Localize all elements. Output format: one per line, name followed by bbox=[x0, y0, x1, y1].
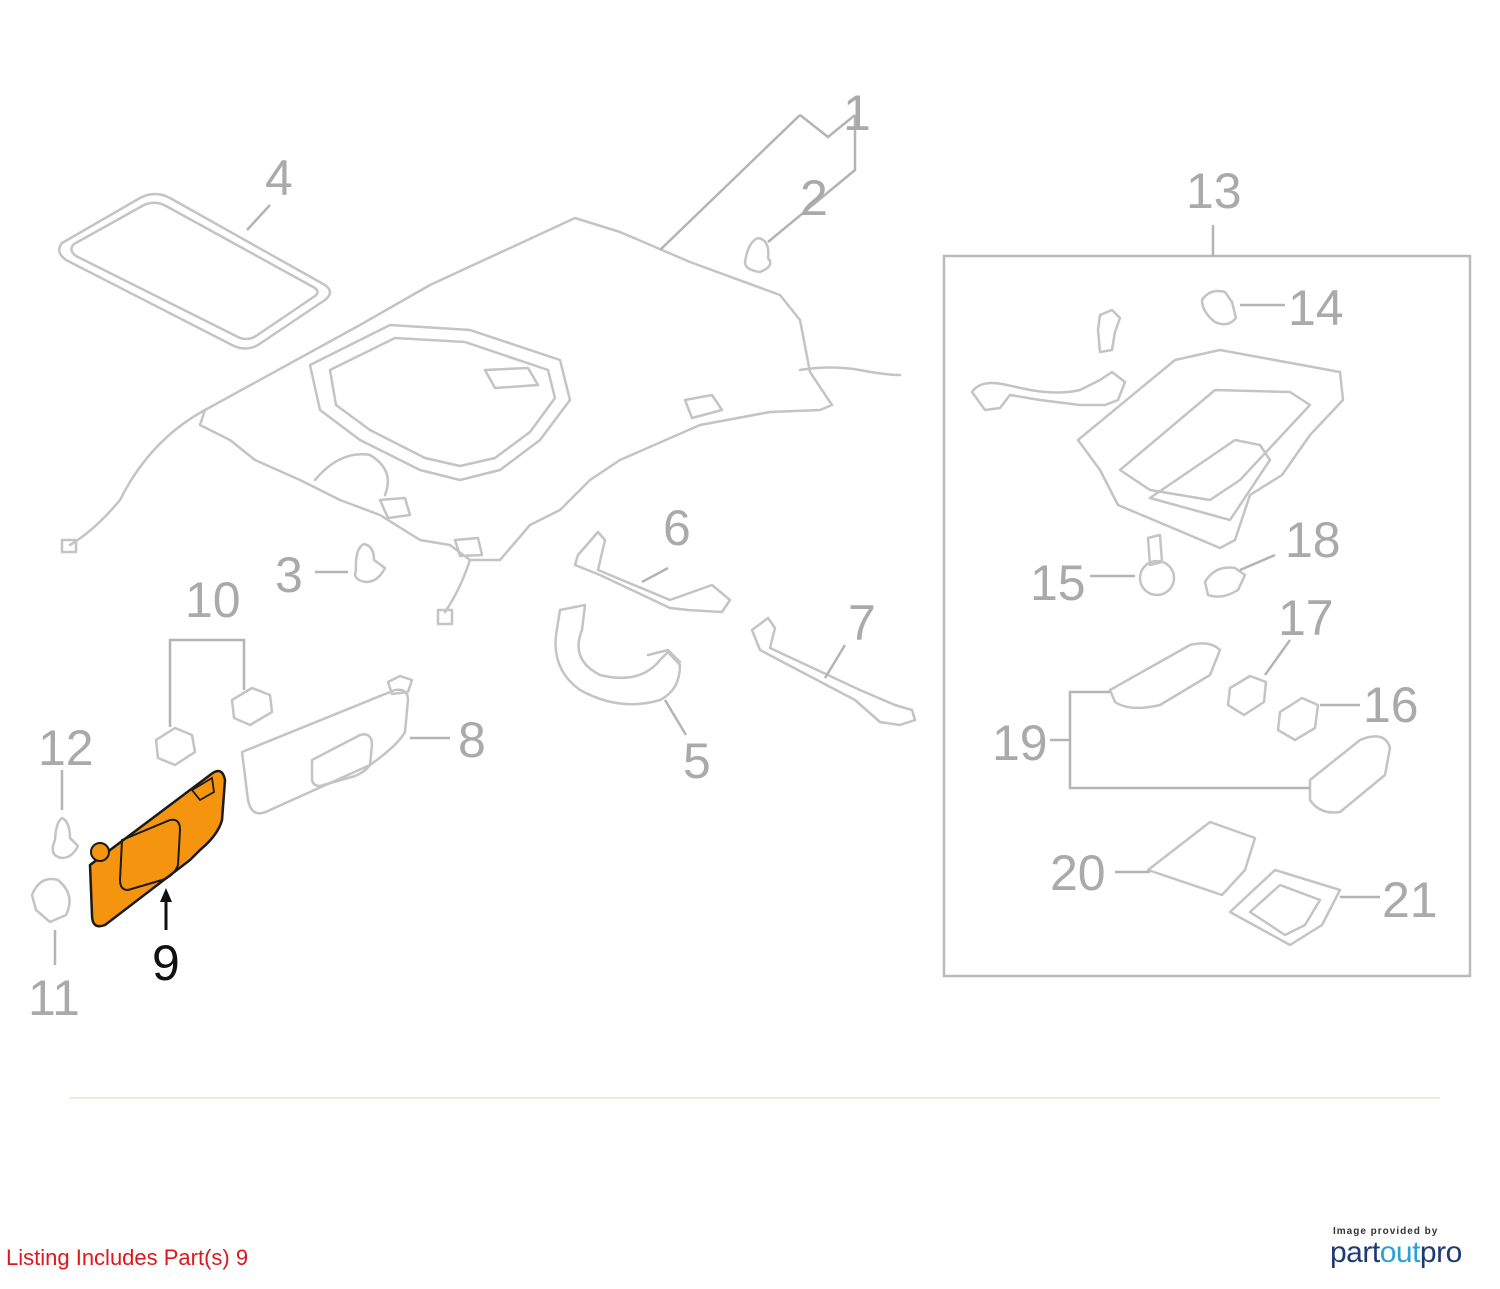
callout-8: 8 bbox=[458, 712, 486, 768]
part-6-bracket bbox=[573, 530, 732, 614]
part-3-clip bbox=[353, 542, 387, 584]
callout-3: 3 bbox=[275, 547, 303, 603]
callout-19: 19 bbox=[992, 715, 1048, 771]
callout-2: 2 bbox=[800, 170, 828, 226]
part-5-grab-handle bbox=[554, 603, 682, 706]
callout-18: 18 bbox=[1285, 512, 1341, 568]
part-11-clip bbox=[30, 877, 71, 924]
callout-11: 11 bbox=[28, 970, 80, 1026]
callout-10: 10 bbox=[185, 572, 241, 628]
callout-13: 13 bbox=[1186, 163, 1242, 219]
callout-20: 20 bbox=[1050, 845, 1106, 901]
part-15-screw bbox=[1138, 533, 1176, 597]
part-12-clip bbox=[51, 816, 80, 860]
part-7-bracket bbox=[750, 616, 917, 727]
part-1-headliner bbox=[60, 216, 902, 626]
logo-part: part bbox=[1330, 1236, 1380, 1269]
part-4-sunroof-glass bbox=[58, 192, 332, 350]
logo-out: out bbox=[1379, 1236, 1421, 1269]
part-21-lens bbox=[1228, 868, 1342, 947]
callout-5: 5 bbox=[683, 733, 711, 789]
callout-17: 17 bbox=[1278, 590, 1334, 646]
part-20-lens bbox=[1146, 820, 1257, 897]
part-16-socket bbox=[1276, 696, 1320, 742]
partoutpro-logo: partoutpro bbox=[1330, 1236, 1462, 1270]
part-10-clips bbox=[154, 686, 274, 767]
leader-lines bbox=[53, 114, 1380, 965]
part-19-lenses bbox=[1108, 642, 1392, 814]
overhead-console bbox=[970, 308, 1345, 550]
part-8-sun-visor bbox=[240, 674, 414, 815]
callout-4: 4 bbox=[265, 150, 293, 206]
callout-1: 1 bbox=[843, 85, 871, 141]
callout-7: 7 bbox=[848, 595, 876, 651]
image-provided-by-text: Image provided by bbox=[1333, 1226, 1439, 1237]
callout-labels: 1 2 3 4 5 6 7 8 9 10 11 12 13 14 15 16 1… bbox=[28, 85, 1438, 1026]
callout-6: 6 bbox=[663, 500, 691, 556]
part-18-bulb bbox=[1203, 566, 1247, 598]
callout-21: 21 bbox=[1382, 872, 1438, 928]
callout-15: 15 bbox=[1030, 555, 1086, 611]
part-17-socket bbox=[1226, 674, 1268, 717]
part-2-clip bbox=[743, 236, 772, 274]
part-9-sun-visor bbox=[88, 769, 227, 928]
callout-16: 16 bbox=[1363, 677, 1419, 733]
group-13-box bbox=[942, 254, 1472, 978]
logo-pro: pro bbox=[1419, 1236, 1462, 1269]
callout-9: 9 bbox=[152, 935, 180, 991]
listing-includes-text: Listing Includes Part(s) 9 bbox=[6, 1245, 249, 1270]
callout-12: 12 bbox=[38, 720, 94, 776]
part-14-cap bbox=[1200, 289, 1238, 326]
callout-14: 14 bbox=[1288, 280, 1344, 336]
